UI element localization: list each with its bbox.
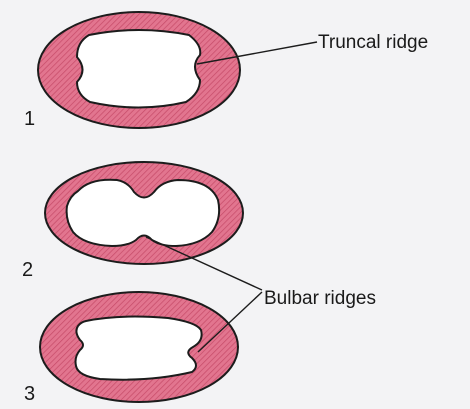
section-1 [38, 12, 240, 128]
stage-number-3: 3 [24, 383, 35, 405]
section-3-lumen [76, 317, 202, 380]
stage-number-1: 1 [24, 108, 35, 130]
bulbar-ridges-label: Bulbar ridges [264, 288, 376, 309]
truncal-ridge-label: Truncal ridge [318, 32, 428, 53]
stage-number-2: 2 [22, 259, 33, 281]
section-2 [45, 162, 243, 264]
section-3 [40, 292, 238, 402]
section-1-lumen [77, 30, 200, 108]
